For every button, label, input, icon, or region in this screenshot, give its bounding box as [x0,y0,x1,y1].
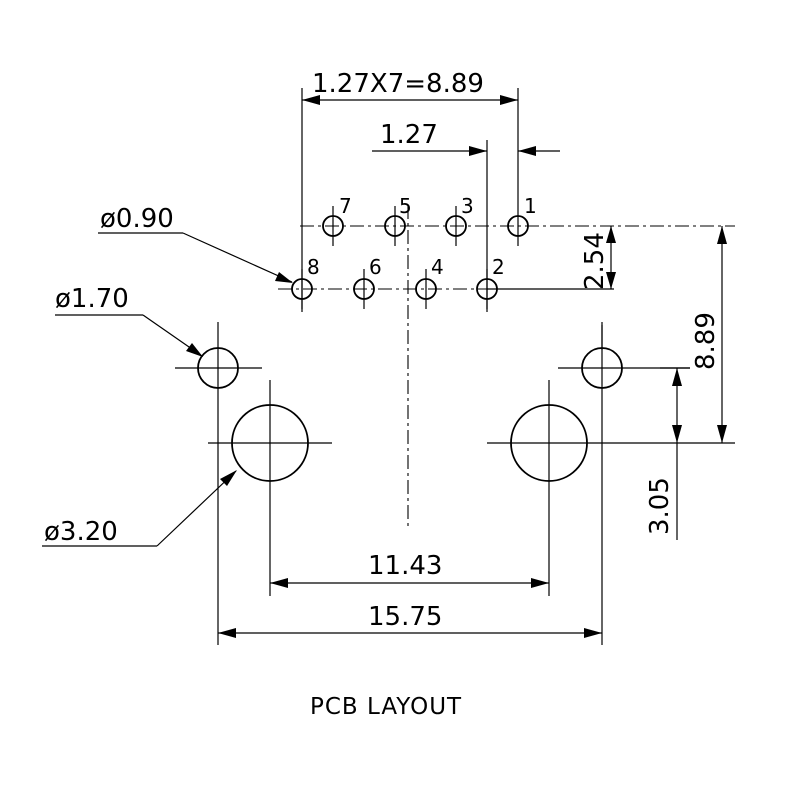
callout-large-hole-diameter: ø3.20 [42,470,237,547]
pin-number-2: 2 [492,255,505,279]
dimension-label-pitch-total: 1.27X7=8.89 [312,69,484,99]
dimension-offset: 3.05 [645,368,682,540]
callout-label-large-hole-diameter: ø3.20 [44,517,118,547]
pin-hole-5 [384,206,406,246]
dimension-label-pitch: 1.27 [380,120,438,150]
large-hole-right [487,404,735,482]
pin-hole-6 [353,269,375,309]
dimension-label-height-total: 8.89 [691,312,721,370]
pin-number-7: 7 [339,194,352,218]
dimension-pitch: 1.27 [372,120,560,156]
dimension-label-row-spacing: 2.54 [580,232,610,290]
extension-lines [217,88,690,645]
pin-number-5: 5 [399,194,412,218]
small-hole-right [558,322,690,412]
dimension-label-1575: 15.75 [368,602,442,632]
dimension-label-offset: 3.05 [645,477,675,535]
callout-label-small-hole-diameter: ø1.70 [55,284,129,314]
pin-number-1: 1 [524,194,537,218]
callout-pin-diameter: ø0.90 [98,204,293,283]
pin-number-3: 3 [461,194,474,218]
pin-hole-3 [445,206,467,246]
pin-hole-1 [507,206,529,246]
drawing-title: PCB LAYOUT [310,694,462,720]
dimension-row-spacing: 2.54 [487,226,616,290]
dimension-spacing-1143: 11.43 [270,551,549,588]
callout-small-hole-diameter: ø1.70 [55,284,203,357]
dimension-pitch-total: 1.27X7=8.89 [302,69,518,105]
small-hole-left [175,322,262,412]
dimension-label-1143: 11.43 [368,551,442,581]
pin-hole-4 [415,269,437,309]
pin-hole-7 [322,206,344,246]
pin-number-6: 6 [369,255,382,279]
pin-number-4: 4 [431,255,444,279]
callout-label-pin-diameter: ø0.90 [100,204,174,234]
dimension-height-total: 8.89 [691,226,727,443]
pin-number-8: 8 [307,255,320,279]
pin-numbers: 7 5 3 1 8 6 4 2 [307,194,537,279]
dimension-spacing-1575: 15.75 [218,602,602,638]
